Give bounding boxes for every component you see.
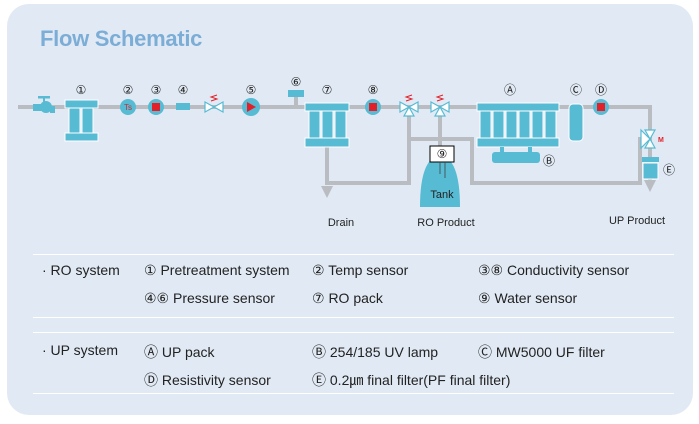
marker-b: Ⓑ [543,154,555,168]
drain-arrow-icon [321,186,333,198]
pipe-drain-return [327,113,411,185]
conductivity-sensor-8-indicator [369,103,377,111]
temp-sensor-icon [120,99,136,115]
pump-arrow [247,102,256,112]
legend-item: Ⓒ MW5000 UF filter [478,344,605,360]
divider [33,317,674,318]
marker-2: ② [123,83,134,97]
three-way-valve-1-icon [399,94,419,117]
faucet-icon [33,96,55,113]
marker-7: ⑦ [322,83,333,97]
marker-9: ⑨ [437,147,448,161]
marker-6: ⑥ [291,75,302,89]
page-title: Flow Schematic [40,26,203,51]
legend-item: Ⓔ 0.2㎛ final filter(PF final filter) [312,372,511,388]
flow-schematic-panel [7,4,693,415]
legend-item: ③⑧ Conductivity sensor [478,262,630,278]
up-product-arrow-icon [644,180,656,192]
legend-item: Ⓓ Resistivity sensor [144,372,271,388]
three-way-valve-2-icon [430,94,450,117]
tank-icon [420,155,460,207]
uv-lamp-icon [492,147,540,163]
legend-item: Ⓐ UP pack [144,344,215,360]
up-product-label: UP Product [609,215,665,227]
legend-item: ⑨ Water sensor [478,290,578,306]
legend-item: Ⓑ 254/185 UV lamp [312,344,439,360]
marker-c: Ⓒ [570,83,582,97]
divider [33,332,674,333]
legend-item: ⑦ RO pack [312,290,383,306]
final-filter-icon [642,157,659,180]
marker-e: Ⓔ [663,163,675,177]
marker-d: Ⓓ [595,83,607,97]
solenoid-valve-icon [204,94,224,114]
marker-4: ④ [178,83,189,97]
up-pack-icon [476,102,560,148]
legend-item: ② Temp sensor [312,262,409,278]
tank-label: Tank [430,189,454,201]
resistivity-sensor-indicator [597,103,605,111]
up-system-label: · UP system [42,342,118,358]
ro-product-label: RO Product [417,217,474,229]
temp-sensor-label: Ts [124,103,132,112]
legend-item: ④⑥ Pressure sensor [144,290,275,306]
marker-3: ③ [151,83,162,97]
drain-label: Drain [328,217,354,229]
ro-system-label: · RO system [42,262,120,278]
marker-8: ⑧ [368,83,379,97]
pressure-sensor-6-icon [288,90,304,97]
water-sensor-box [429,145,455,163]
legend-item: ① Pretreatment system [144,262,290,278]
marker-1: ① [76,83,87,97]
pressure-sensor-icon [176,103,190,110]
marker-a: Ⓐ [504,83,516,97]
uf-filter-icon [568,103,584,142]
pretreatment-system-icon [64,99,99,142]
divider [33,254,674,255]
motor-valve-label: M [658,137,664,144]
divider [33,393,674,394]
ro-pack-icon [304,102,350,148]
conductivity-sensor-indicator [152,103,160,111]
motor-valve-icon [640,128,657,150]
marker-5: ⑤ [246,83,257,97]
